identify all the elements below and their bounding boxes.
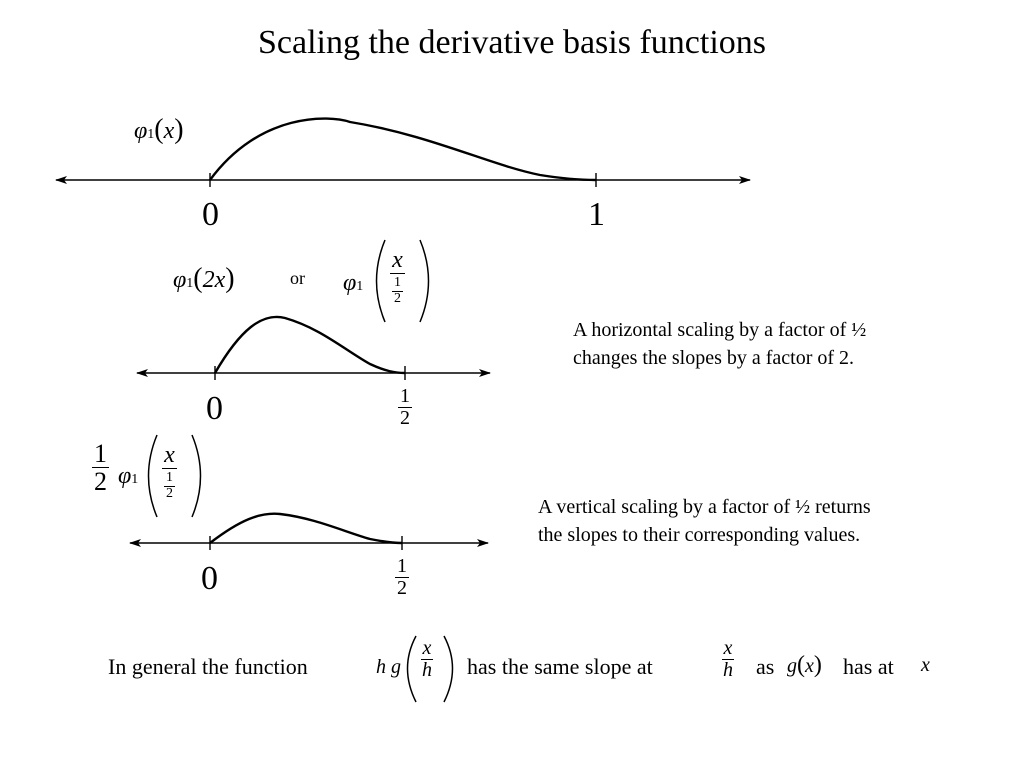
fraction-x-over-h-1: x h xyxy=(420,638,434,681)
lparen: ( xyxy=(797,652,805,678)
subscript-1: 1 xyxy=(356,279,364,294)
tick-half-den: 2 xyxy=(400,407,410,429)
axis-2-label-0: 0 xyxy=(206,390,223,427)
frac-half-den: 2 xyxy=(166,485,173,501)
fraction-x-over-half-1: x 1 2 xyxy=(390,247,405,307)
fraction-one-half: 1 2 xyxy=(92,440,109,496)
paren-left-3 xyxy=(406,635,417,703)
frac-num-x: x xyxy=(162,442,177,470)
label-phi1-phi: φ1 xyxy=(343,270,363,297)
basis-curve-half-phi1-2x xyxy=(209,512,403,545)
var-h: h xyxy=(376,656,386,678)
var-g: g xyxy=(787,655,797,677)
note-horizontal-line1: A horizontal scaling by a factor of ½ xyxy=(573,319,867,341)
frac-den-h: h xyxy=(723,659,733,681)
lparen: ( xyxy=(154,114,164,145)
tick-half-num: 1 xyxy=(398,385,412,408)
bottom-text-part1: In general the function xyxy=(108,654,308,679)
label-or: or xyxy=(290,268,305,288)
paren-right-3 xyxy=(443,635,454,703)
fraction-x-over-h-2: x h xyxy=(721,638,735,681)
rparen: ) xyxy=(174,114,184,145)
lparen: ( xyxy=(193,263,203,294)
frac-num-x: x xyxy=(420,637,434,660)
var-2x: 2x xyxy=(202,267,226,293)
axis-3-label-0: 0 xyxy=(201,560,218,597)
subscript-1: 1 xyxy=(131,472,139,487)
phi-symbol: φ xyxy=(134,118,148,144)
axis-1-label-0: 0 xyxy=(202,196,219,233)
label-phi1-x: φ1(x) xyxy=(134,114,184,146)
note-vertical-line2: the slopes to their corresponding values… xyxy=(538,524,861,546)
note-horizontal-line2: changes the slopes by a factor of 2. xyxy=(573,347,855,369)
label-phi1-2x: φ1(2x) xyxy=(173,263,235,295)
note-vertical-scaling: A vertical scaling by a factor of ½ retu… xyxy=(538,493,871,549)
var-x: x xyxy=(163,118,175,144)
frac-one: 1 xyxy=(92,439,109,469)
note-vertical-line1: A vertical scaling by a factor of ½ retu… xyxy=(538,496,871,518)
paren-right-1 xyxy=(419,239,430,323)
paren-right-2 xyxy=(191,434,202,518)
bottom-text-part3: as xyxy=(756,654,775,679)
bottom-g-of-x: g(x) xyxy=(787,652,822,679)
bottom-h-g: h g xyxy=(376,656,401,679)
phi-symbol: φ xyxy=(173,267,187,293)
frac-two: 2 xyxy=(94,467,107,497)
tick-half-num: 1 xyxy=(395,555,409,578)
paren-left-1 xyxy=(375,239,386,323)
frac-half-den: 2 xyxy=(394,290,401,306)
basis-curve-phi1-2x xyxy=(213,315,406,375)
page-title: Scaling the derivative basis functions xyxy=(258,24,766,61)
axis-1-label-1: 1 xyxy=(588,196,605,233)
frac-num-x: x xyxy=(721,637,735,660)
phi-symbol: φ xyxy=(118,463,132,489)
bottom-text-part4: has at xyxy=(843,654,894,679)
phi-symbol: φ xyxy=(343,270,357,296)
tick-half-den: 2 xyxy=(397,577,407,599)
note-horizontal-scaling: A horizontal scaling by a factor of ½ ch… xyxy=(573,316,866,372)
axis-3-label-half: 1 2 xyxy=(395,556,409,599)
bottom-var-x: x xyxy=(921,654,930,676)
var-g: g xyxy=(391,656,401,678)
rparen: ) xyxy=(225,263,235,294)
fraction-x-over-half-2: x 1 2 xyxy=(162,442,177,502)
label-half-phi1: φ1 xyxy=(118,463,138,490)
axis-2-label-half: 1 2 xyxy=(398,386,412,429)
frac-half-num: 1 xyxy=(164,470,175,487)
basis-curve-phi1 xyxy=(209,117,597,182)
paren-left-2 xyxy=(147,434,158,518)
frac-den-h: h xyxy=(422,659,432,681)
frac-half-num: 1 xyxy=(392,275,403,292)
rparen: ) xyxy=(813,652,822,678)
var-x: x xyxy=(805,655,814,677)
frac-num-x: x xyxy=(390,247,405,275)
subscript-1: 1 xyxy=(186,276,194,291)
bottom-text-part2: has the same slope at xyxy=(467,654,653,679)
subscript-1: 1 xyxy=(147,127,155,142)
